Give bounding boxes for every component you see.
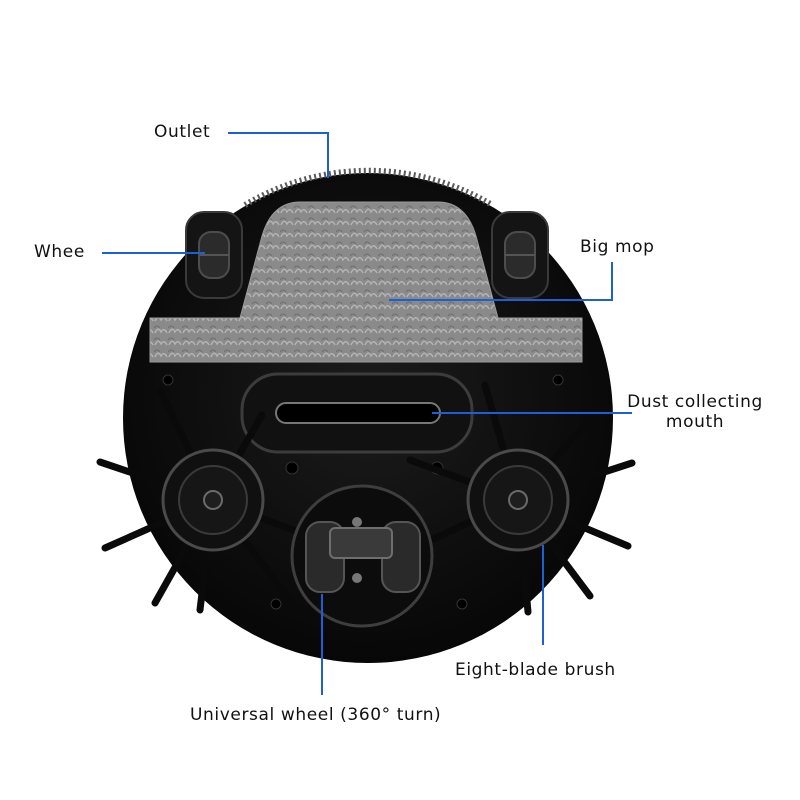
big-mop xyxy=(149,201,583,363)
right-side-brush xyxy=(406,381,636,616)
dust-collecting-mouth xyxy=(240,372,474,454)
dust-collecting-mouth-label: Dust collecting mouth xyxy=(627,392,763,432)
eight-blade-brush-label: Eight-blade brush xyxy=(455,660,616,680)
outlet-grille xyxy=(243,167,494,208)
universal-wheel xyxy=(290,484,434,628)
big-mop-label: Big mop xyxy=(580,237,655,257)
right-drive-wheel xyxy=(491,211,549,299)
left-drive-wheel xyxy=(185,211,243,299)
left-side-brush xyxy=(96,386,324,614)
leader-lines xyxy=(102,132,632,695)
leader-outlet xyxy=(228,132,329,178)
wheel-label: Whee xyxy=(34,242,85,262)
outlet-label: Outlet xyxy=(154,122,211,142)
leader-big-mop xyxy=(389,262,613,301)
universal-wheel-label: Universal wheel (360° turn) xyxy=(190,705,442,725)
